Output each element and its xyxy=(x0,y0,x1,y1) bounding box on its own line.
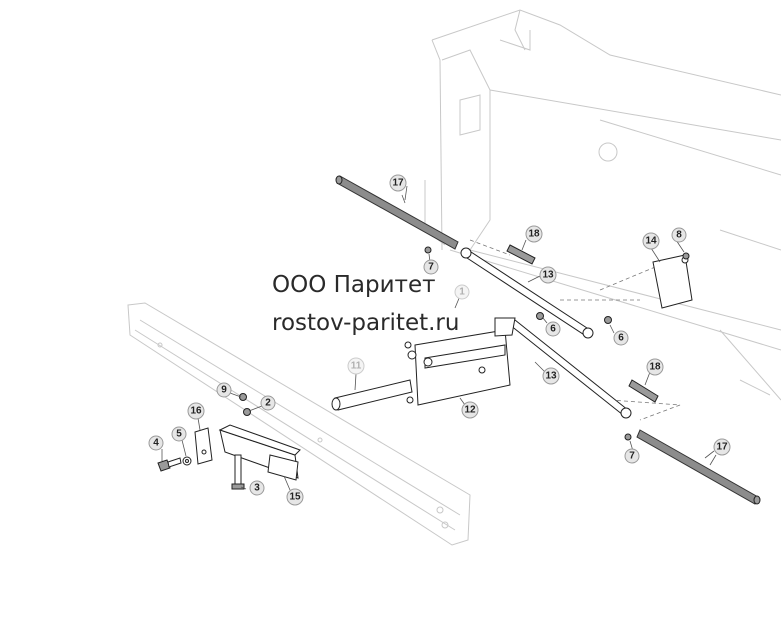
nut-6-lower xyxy=(604,316,612,324)
svg-text:13: 13 xyxy=(542,270,554,281)
callout-13-upper: 13 xyxy=(539,266,557,284)
lower-rail xyxy=(127,302,471,546)
callout-4: 4 xyxy=(148,435,164,451)
rod-17-upper xyxy=(335,175,459,250)
callout-7-lower: 7 xyxy=(624,448,640,464)
svg-text:3: 3 xyxy=(254,483,260,494)
callout-16: 16 xyxy=(187,402,205,420)
callout-14: 14 xyxy=(642,232,660,250)
svg-text:9: 9 xyxy=(221,385,227,396)
callout-6-upper: 6 xyxy=(545,321,561,337)
link-rod-13-lower xyxy=(509,319,632,419)
screw-8 xyxy=(682,252,690,260)
watermark-website: rostov-paritet.ru xyxy=(272,310,460,336)
svg-text:18: 18 xyxy=(649,362,661,373)
callout-13-lower: 13 xyxy=(542,367,560,385)
nut-9 xyxy=(239,393,247,401)
spring-18-lower xyxy=(628,379,659,403)
svg-text:17: 17 xyxy=(716,442,728,453)
svg-text:11: 11 xyxy=(351,361,362,372)
callout-18-lower: 18 xyxy=(646,358,664,376)
cover-plate-14 xyxy=(652,254,693,309)
watermark-company-name: ООО Паритет xyxy=(272,272,436,298)
svg-text:1: 1 xyxy=(459,287,465,298)
callout-7-upper: 7 xyxy=(423,259,439,275)
guide-lines xyxy=(469,239,681,421)
svg-text:7: 7 xyxy=(428,262,434,273)
svg-text:16: 16 xyxy=(190,406,202,417)
svg-text:14: 14 xyxy=(645,236,657,247)
callout-8: 8 xyxy=(671,227,687,243)
callout-3: 3 xyxy=(249,480,265,496)
svg-text:13: 13 xyxy=(545,371,557,382)
svg-text:4: 4 xyxy=(153,438,159,449)
bracket-assembly-12 xyxy=(331,317,516,411)
bolt-4 xyxy=(157,457,182,472)
callout-12: 12 xyxy=(461,401,479,419)
nut-2 xyxy=(243,408,251,416)
pin-7-lower xyxy=(624,433,632,441)
svg-text:2: 2 xyxy=(265,398,271,409)
bolt-3 xyxy=(231,454,245,490)
svg-text:12: 12 xyxy=(464,405,476,416)
svg-text:17: 17 xyxy=(392,178,404,189)
callout-17-lower: 17 xyxy=(713,438,731,456)
callout-17-upper: 17 xyxy=(389,174,407,192)
svg-text:6: 6 xyxy=(618,333,624,344)
spring-18-upper xyxy=(506,244,536,265)
svg-text:6: 6 xyxy=(550,324,556,335)
rod-17-lower xyxy=(636,429,761,505)
washer-5 xyxy=(182,456,192,466)
plate-16 xyxy=(194,427,213,465)
upper-frame xyxy=(424,9,781,401)
svg-text:18: 18 xyxy=(528,229,540,240)
callout-15: 15 xyxy=(286,488,304,506)
nut-6-upper xyxy=(536,312,544,320)
callout-9: 9 xyxy=(216,382,232,398)
svg-text:7: 7 xyxy=(629,451,635,462)
callout-2: 2 xyxy=(260,395,276,411)
callout-18-upper: 18 xyxy=(525,225,543,243)
svg-text:15: 15 xyxy=(289,492,301,503)
bracket-15 xyxy=(218,424,301,481)
callout-6-lower: 6 xyxy=(613,330,629,346)
callout-1: 1 xyxy=(454,284,470,300)
pin-7-upper xyxy=(424,246,432,254)
callout-11: 11 xyxy=(347,357,365,375)
link-rod-13-upper xyxy=(460,247,594,339)
svg-text:8: 8 xyxy=(676,230,682,241)
svg-text:5: 5 xyxy=(176,429,182,440)
callout-5: 5 xyxy=(171,426,187,442)
